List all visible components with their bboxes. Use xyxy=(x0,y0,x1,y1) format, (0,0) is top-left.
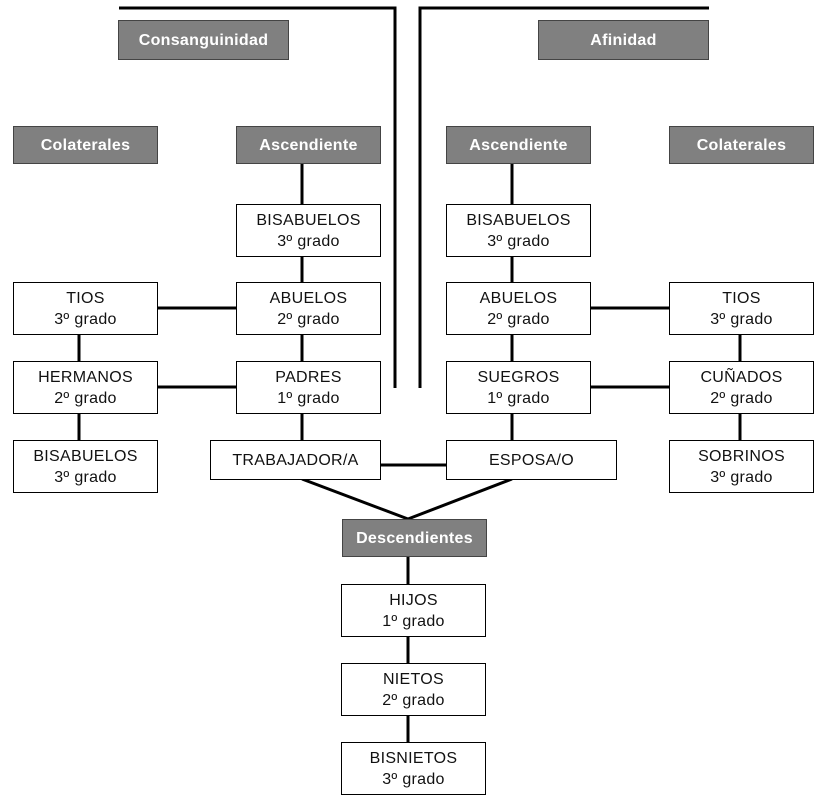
header-afinidad: Afinidad xyxy=(538,20,709,60)
consanguinidad-bracket xyxy=(119,6,397,388)
node-padres: PADRES 1º grado xyxy=(236,361,381,414)
node-name: TIOS xyxy=(722,289,761,307)
node-name: BISABUELOS xyxy=(33,447,138,465)
node-suegros: SUEGROS 1º grado xyxy=(446,361,591,414)
node-name: TIOS xyxy=(66,289,105,307)
node-esposa: ESPOSA/O xyxy=(446,440,617,480)
node-grade: 2º grado xyxy=(277,310,340,328)
afinidad-bracket xyxy=(418,6,709,388)
node-name: ABUELOS xyxy=(269,289,348,307)
node-name: BISNIETOS xyxy=(369,749,458,767)
link-trabajador-descendientes xyxy=(301,477,409,521)
node-cunados: CUÑADOS 2º grado xyxy=(669,361,814,414)
node-bisabuelos-asc-right: BISABUELOS 3º grado xyxy=(446,204,591,257)
header-ascendiente-left: Ascendiente xyxy=(236,126,381,164)
node-bisnietos: BISNIETOS 3º grado xyxy=(341,742,486,795)
node-grade: 3º grado xyxy=(710,468,773,486)
node-abuelos-asc-left: ABUELOS 2º grado xyxy=(236,282,381,335)
node-name: HERMANOS xyxy=(38,368,133,386)
node-grade: 2º grado xyxy=(710,389,773,407)
node-bisabuelos-asc-left: BISABUELOS 3º grado xyxy=(236,204,381,257)
node-grade: 1º grado xyxy=(487,389,550,407)
node-grade: 2º grado xyxy=(382,691,445,709)
node-nietos: NIETOS 2º grado xyxy=(341,663,486,716)
header-descendientes: Descendientes xyxy=(342,519,487,557)
node-grade: 3º grado xyxy=(54,468,117,486)
node-hijos: HIJOS 1º grado xyxy=(341,584,486,637)
node-grade: 1º grado xyxy=(277,389,340,407)
node-grade: 2º grado xyxy=(54,389,117,407)
node-grade: 3º grado xyxy=(277,232,340,250)
node-grade: 3º grado xyxy=(710,310,773,328)
node-grade: 1º grado xyxy=(382,612,445,630)
node-bisabuelos-col-left: BISABUELOS 3º grado xyxy=(13,440,158,493)
node-grade: 3º grado xyxy=(54,310,117,328)
node-hermanos: HERMANOS 2º grado xyxy=(13,361,158,414)
node-grade: 2º grado xyxy=(487,310,550,328)
node-abuelos-asc-right: ABUELOS 2º grado xyxy=(446,282,591,335)
node-name: BISABUELOS xyxy=(466,211,571,229)
node-grade: 3º grado xyxy=(382,770,445,788)
node-name: PADRES xyxy=(275,368,342,386)
link-esposa-descendientes xyxy=(407,477,513,521)
node-name: SUEGROS xyxy=(477,368,560,386)
node-name: HIJOS xyxy=(389,591,438,609)
node-name: ABUELOS xyxy=(479,289,558,307)
node-grade: 3º grado xyxy=(487,232,550,250)
node-sobrinos: SOBRINOS 3º grado xyxy=(669,440,814,493)
header-colaterales-right: Colaterales xyxy=(669,126,814,164)
node-tios-left: TIOS 3º grado xyxy=(13,282,158,335)
node-trabajador: TRABAJADOR/A xyxy=(210,440,381,480)
node-name: NIETOS xyxy=(382,670,445,688)
node-name: BISABUELOS xyxy=(256,211,361,229)
node-tios-right: TIOS 3º grado xyxy=(669,282,814,335)
header-colaterales-left: Colaterales xyxy=(13,126,158,164)
header-ascendiente-right: Ascendiente xyxy=(446,126,591,164)
node-name: CUÑADOS xyxy=(700,368,783,386)
node-name: SOBRINOS xyxy=(698,447,785,465)
header-consanguinidad: Consanguinidad xyxy=(118,20,289,60)
